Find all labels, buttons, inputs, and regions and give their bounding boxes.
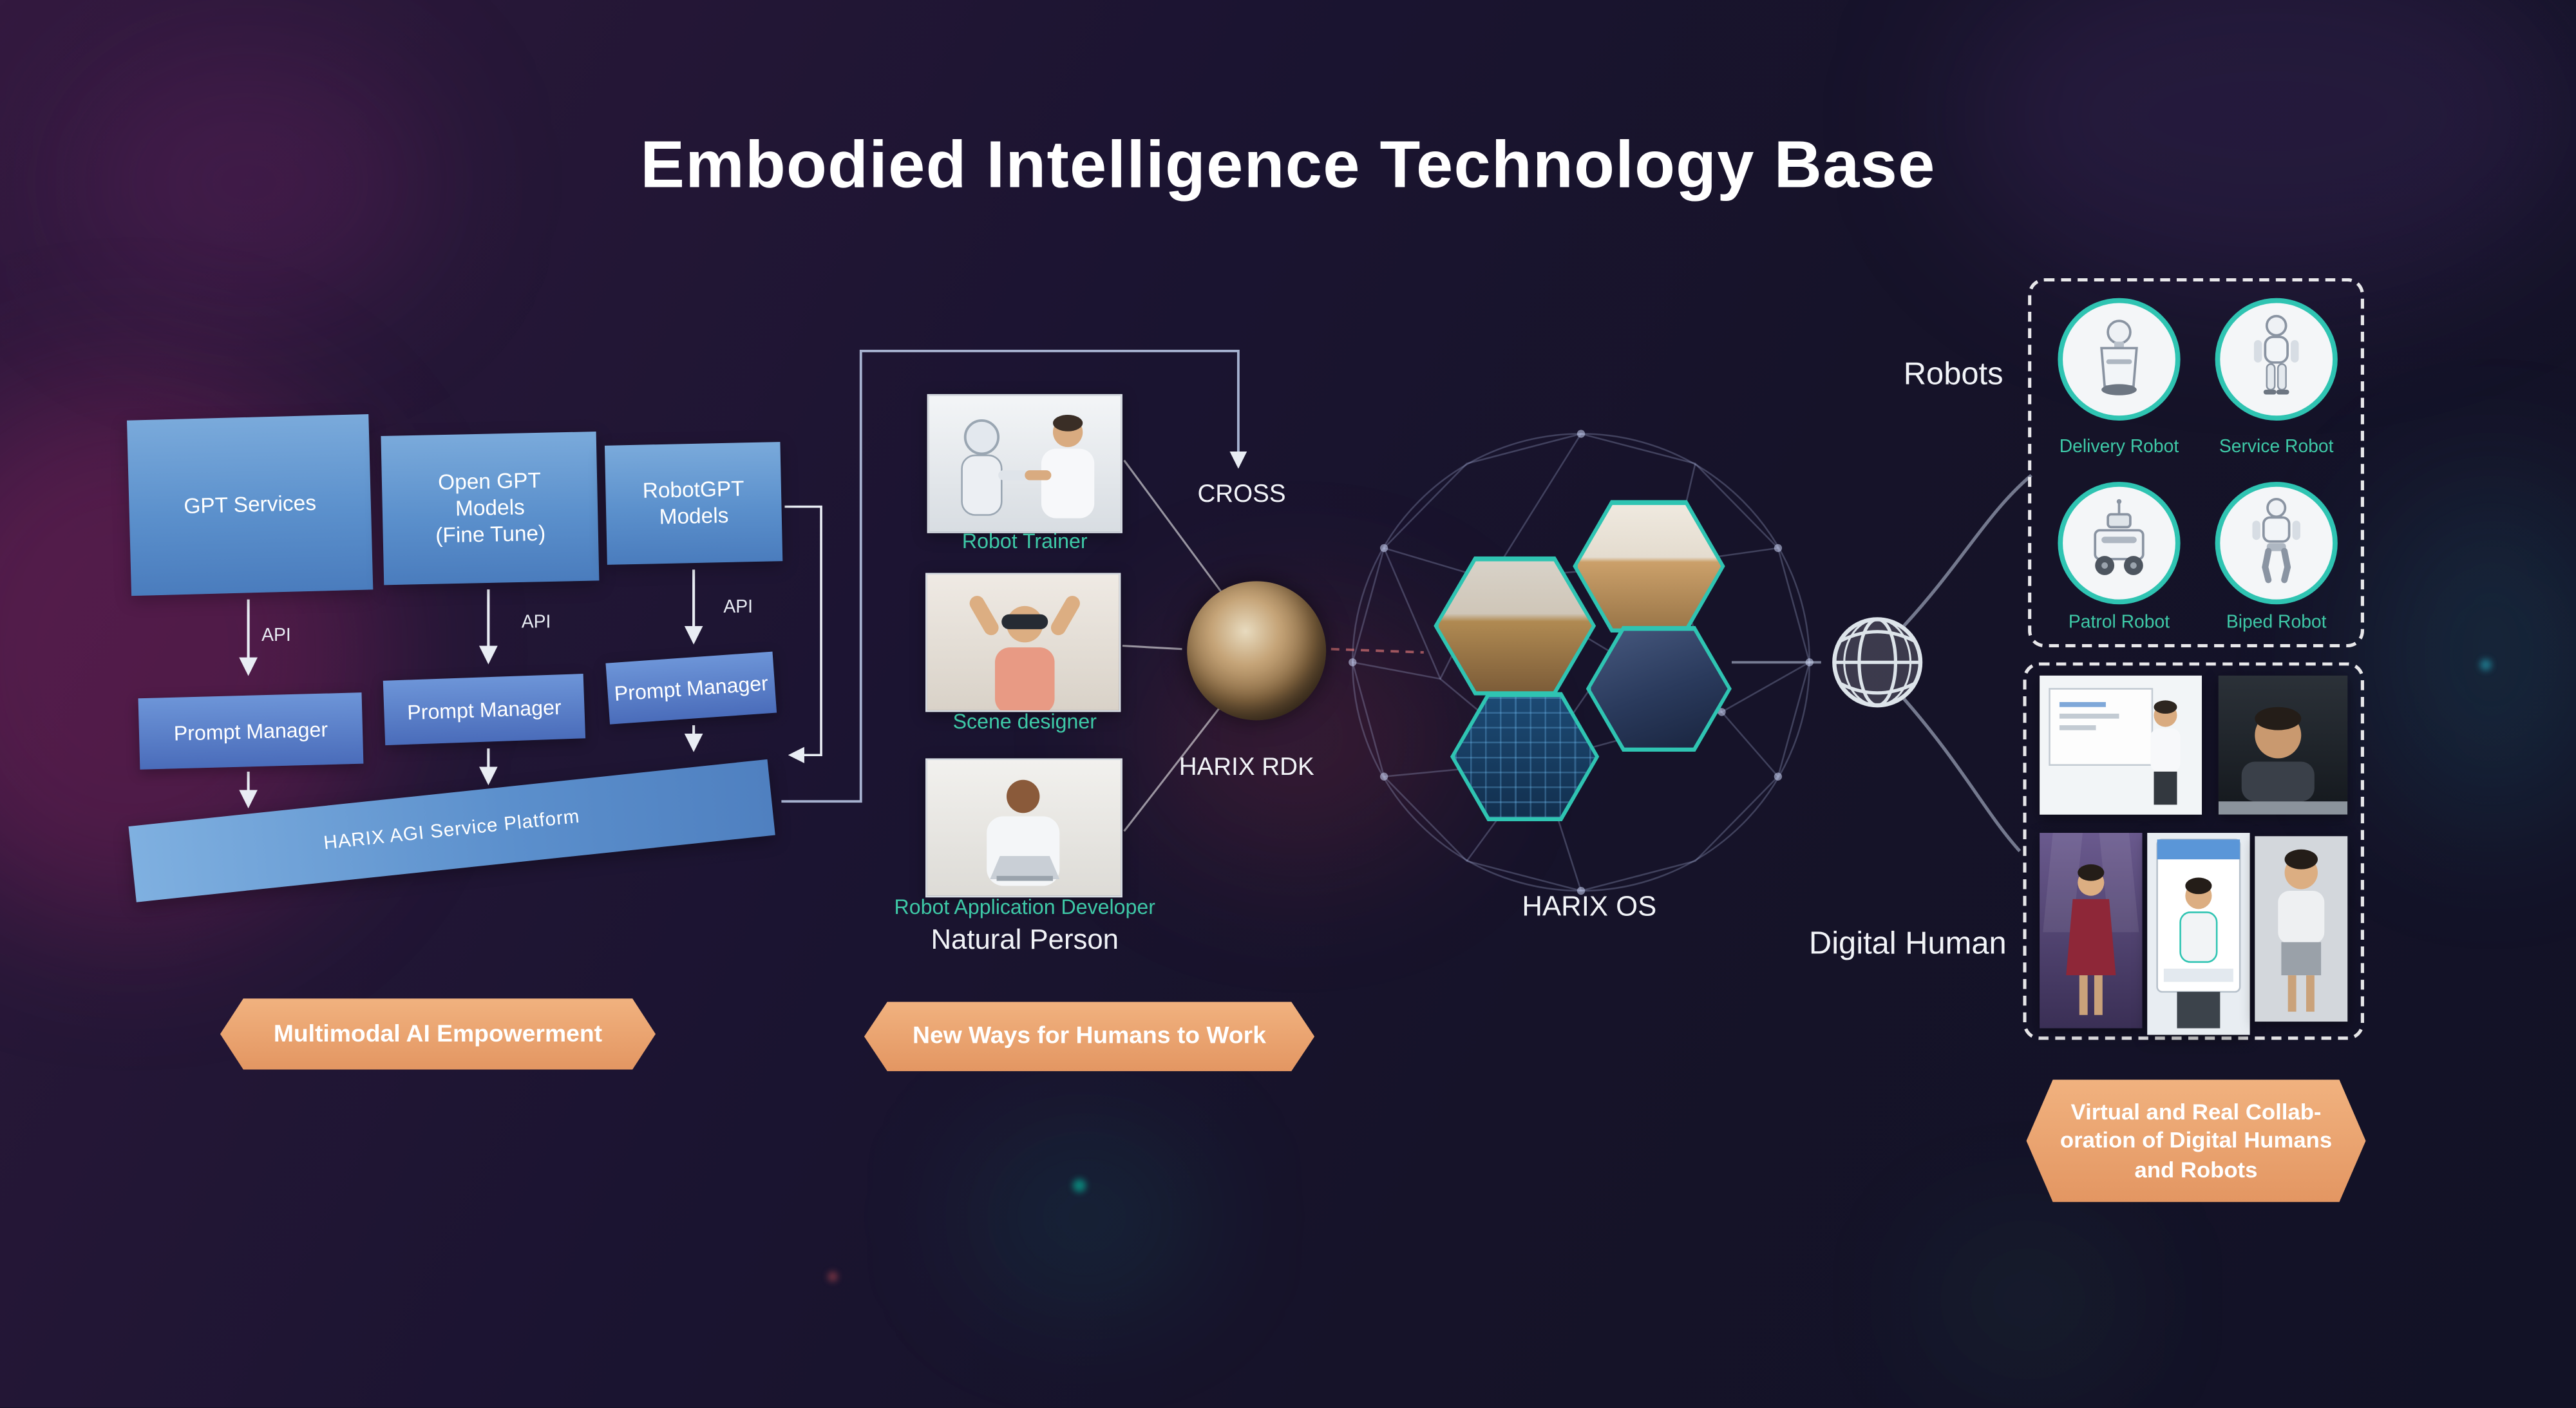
scene-designer-illustration [969, 596, 1080, 710]
new-ways-ribbon-label: New Ways for Humans to Work [913, 1023, 1266, 1050]
feedback-bracket-line [784, 505, 822, 763]
dh-video-call-image [2218, 675, 2348, 815]
dh-stage-host-image [2040, 833, 2143, 1029]
api-label-1: API [261, 625, 291, 646]
ribbon-line-2: oration of Digital Humans [2060, 1128, 2333, 1153]
robot-trainer-label: Robot Trainer [961, 529, 1088, 553]
network-globe-icon [1828, 613, 1927, 712]
delivery-robot-image [2058, 298, 2181, 421]
virtual-real-collab-ribbon-text: Virtual and Real Collab- oration of Digi… [2060, 1098, 2332, 1184]
hex-scene-blueprint-image [1454, 696, 1595, 817]
gpt-services-box: GPT Services [127, 414, 374, 596]
robot-app-developer-photo [925, 758, 1122, 898]
robot-app-developer-label: Robot Application Developer [894, 895, 1156, 919]
delivery-robot-icon [2100, 319, 2138, 395]
hex-scene-office-image [1437, 560, 1592, 692]
hex-scene-control-room [1586, 625, 1732, 752]
api-label-2: API [521, 613, 551, 633]
open-gpt-models-box: Open GPT Models (Fine Tune) [381, 432, 600, 585]
prompt-manager-box-1: Prompt Manager [138, 692, 364, 770]
robots-panel [2028, 278, 2364, 648]
platform-arrows [239, 725, 703, 809]
harix-os-label: HARIX OS [1522, 891, 1657, 922]
hex-scene-blueprint [1450, 692, 1600, 822]
dh-presenter-image [2040, 675, 2202, 815]
scene-designer-label: Scene designer [952, 710, 1097, 734]
patrol-robot-icon [2094, 499, 2145, 575]
biped-robot-image [2215, 482, 2338, 605]
prompt-manager-box-3: Prompt Manager [605, 651, 777, 725]
patrol-robot-label: Patrol Robot [2068, 613, 2170, 633]
robot-app-developer-illustration [987, 779, 1060, 886]
prompt-manager-label-1: Prompt Manager [173, 717, 328, 745]
hex-scene-bright-room [1573, 500, 1725, 633]
globe-branch-lines [1902, 473, 2032, 853]
api-arrows [239, 569, 703, 676]
person-to-rdk-lines [1122, 459, 1233, 832]
prompt-manager-label-3: Prompt Manager [613, 671, 769, 705]
robotgpt-models-label: RobotGPT Models [642, 475, 744, 529]
robots-group-label: Robots [1903, 357, 2003, 393]
multimodal-ai-ribbon-label: Multimodal AI Empowerment [273, 1020, 603, 1047]
hex-scene-bright-room-image [1577, 504, 1721, 629]
hex-scene-control-room-image [1590, 630, 1728, 748]
robot-trainer-illustration [961, 414, 1095, 518]
delivery-robot-label: Delivery Robot [2059, 437, 2179, 457]
robot-trainer-photo [927, 394, 1122, 533]
natural-person-label: Natural Person [931, 924, 1119, 956]
service-robot-image [2215, 298, 2338, 421]
api-label-3: API [723, 598, 753, 618]
service-robot-label: Service Robot [2219, 437, 2334, 457]
biped-robot-icon [2252, 497, 2300, 584]
virtual-real-collab-ribbon: Virtual and Real Collab- oration of Digi… [2027, 1080, 2366, 1202]
prompt-manager-box-2: Prompt Manager [383, 674, 586, 746]
open-gpt-models-label: Open GPT Models (Fine Tune) [435, 466, 546, 548]
dh-kiosk-image [2147, 833, 2250, 1035]
cross-label: CROSS [1197, 480, 1286, 509]
biped-robot-label: Biped Robot [2226, 613, 2327, 633]
robotgpt-models-box: RobotGPT Models [604, 442, 783, 565]
patrol-robot-image [2058, 482, 2181, 605]
harix-agi-platform-banner: HARIX AGI Service Platform [128, 759, 775, 902]
service-robot-icon [2253, 314, 2299, 395]
harix-agi-platform-label: HARIX AGI Service Platform [323, 807, 581, 855]
panorama-sphere-image [1187, 581, 1327, 721]
hex-scene-office [1434, 556, 1596, 696]
rdk-to-os-line [1331, 647, 1424, 654]
digital-human-group-label: Digital Human [1808, 927, 2007, 962]
gpt-services-label: GPT Services [183, 490, 317, 518]
multimodal-ai-ribbon: Multimodal AI Empowerment [220, 998, 656, 1070]
dh-child-image [2255, 836, 2348, 1022]
scene-designer-photo [925, 573, 1121, 712]
digital-human-panel [2023, 662, 2364, 1040]
new-ways-ribbon: New Ways for Humans to Work [864, 1002, 1314, 1071]
prompt-manager-label-2: Prompt Manager [406, 695, 562, 724]
ribbon-line-1: Virtual and Real Collab- [2070, 1099, 2322, 1124]
page-title: Embodied Intelligence Technology Base [640, 129, 1936, 202]
platform-to-cross-line [781, 350, 1247, 803]
ribbon-line-3: and Robots [2134, 1157, 2258, 1182]
harix-rdk-label: HARIX RDK [1179, 753, 1314, 782]
